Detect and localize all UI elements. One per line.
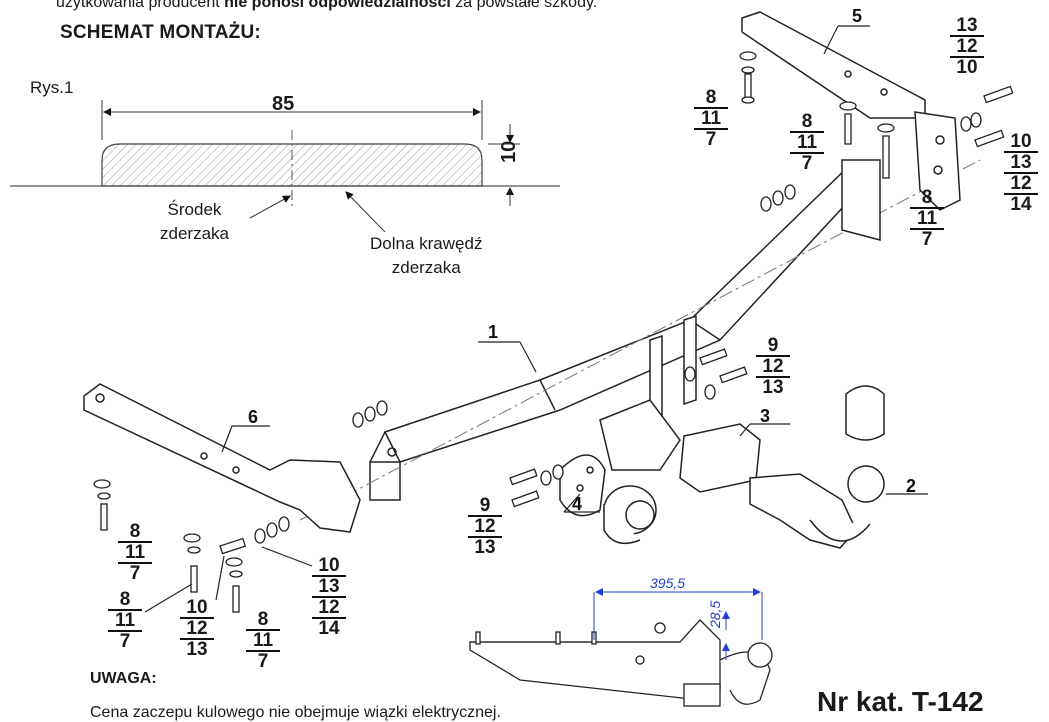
socket-plate-assembly	[559, 314, 697, 517]
towbar-neck	[679, 385, 885, 549]
parts-stack-bottom-left-5: 10 13 12 14	[312, 556, 346, 638]
figure-label: Rys.1	[30, 78, 74, 97]
bumper-edge-label: Dolna krawędź zderzaka	[370, 234, 483, 277]
part-number-4: 4	[572, 494, 582, 514]
bolts-and-washers	[93, 51, 1014, 613]
parts-stack-center-right: 9 12 13	[756, 336, 790, 397]
parts-stack-right-mid: 8 11 7	[910, 188, 944, 249]
electrical-socket	[603, 485, 657, 545]
height-offset-dimension: 28,5	[707, 601, 723, 629]
parts-stack-bottom-left-1: 8 11 7	[118, 522, 152, 583]
leader-lines	[144, 25, 928, 613]
page-heading: SCHEMAT MONTAŻU:	[60, 22, 261, 43]
side-view-drawing	[469, 588, 773, 707]
part-number-1: 1	[488, 322, 498, 342]
left-bracket	[83, 383, 361, 533]
right-bracket	[741, 11, 961, 241]
part-number-3: 3	[760, 406, 770, 426]
part-number-5: 5	[852, 6, 862, 26]
parts-stack-bottom-left-4: 8 11 7	[246, 610, 280, 671]
catalog-number: Nr kat. T-142	[817, 686, 984, 717]
note-title: UWAGA:	[90, 670, 157, 687]
parts-stack-top-mid: 8 11 7	[790, 112, 824, 173]
parts-stack-center-left: 9 12 13	[468, 496, 502, 557]
parts-stack-right-lower: 10 13 12 14	[1004, 132, 1038, 214]
width-dimension: 85	[272, 93, 295, 115]
parts-stack-bottom-left-3: 10 12 13	[180, 598, 214, 659]
parts-stack-top-left: 8 11 7	[694, 88, 728, 149]
length-dimension: 395,5	[650, 575, 685, 591]
parts-stack-bottom-left-2: 8 11 7	[108, 590, 142, 651]
liability-note: użytkowania producent nie ponosi odpowie…	[56, 0, 598, 11]
bumper-profile-figure	[10, 100, 560, 233]
note-text: Cena zaczepu kulowego nie obejmuje wiązk…	[90, 704, 501, 721]
parts-stack-top-right: 13 12 10	[950, 16, 984, 77]
part-number-6: 6	[248, 407, 258, 427]
part-number-2: 2	[906, 476, 916, 496]
bumper-center-label: Środek zderzaka	[160, 200, 229, 243]
